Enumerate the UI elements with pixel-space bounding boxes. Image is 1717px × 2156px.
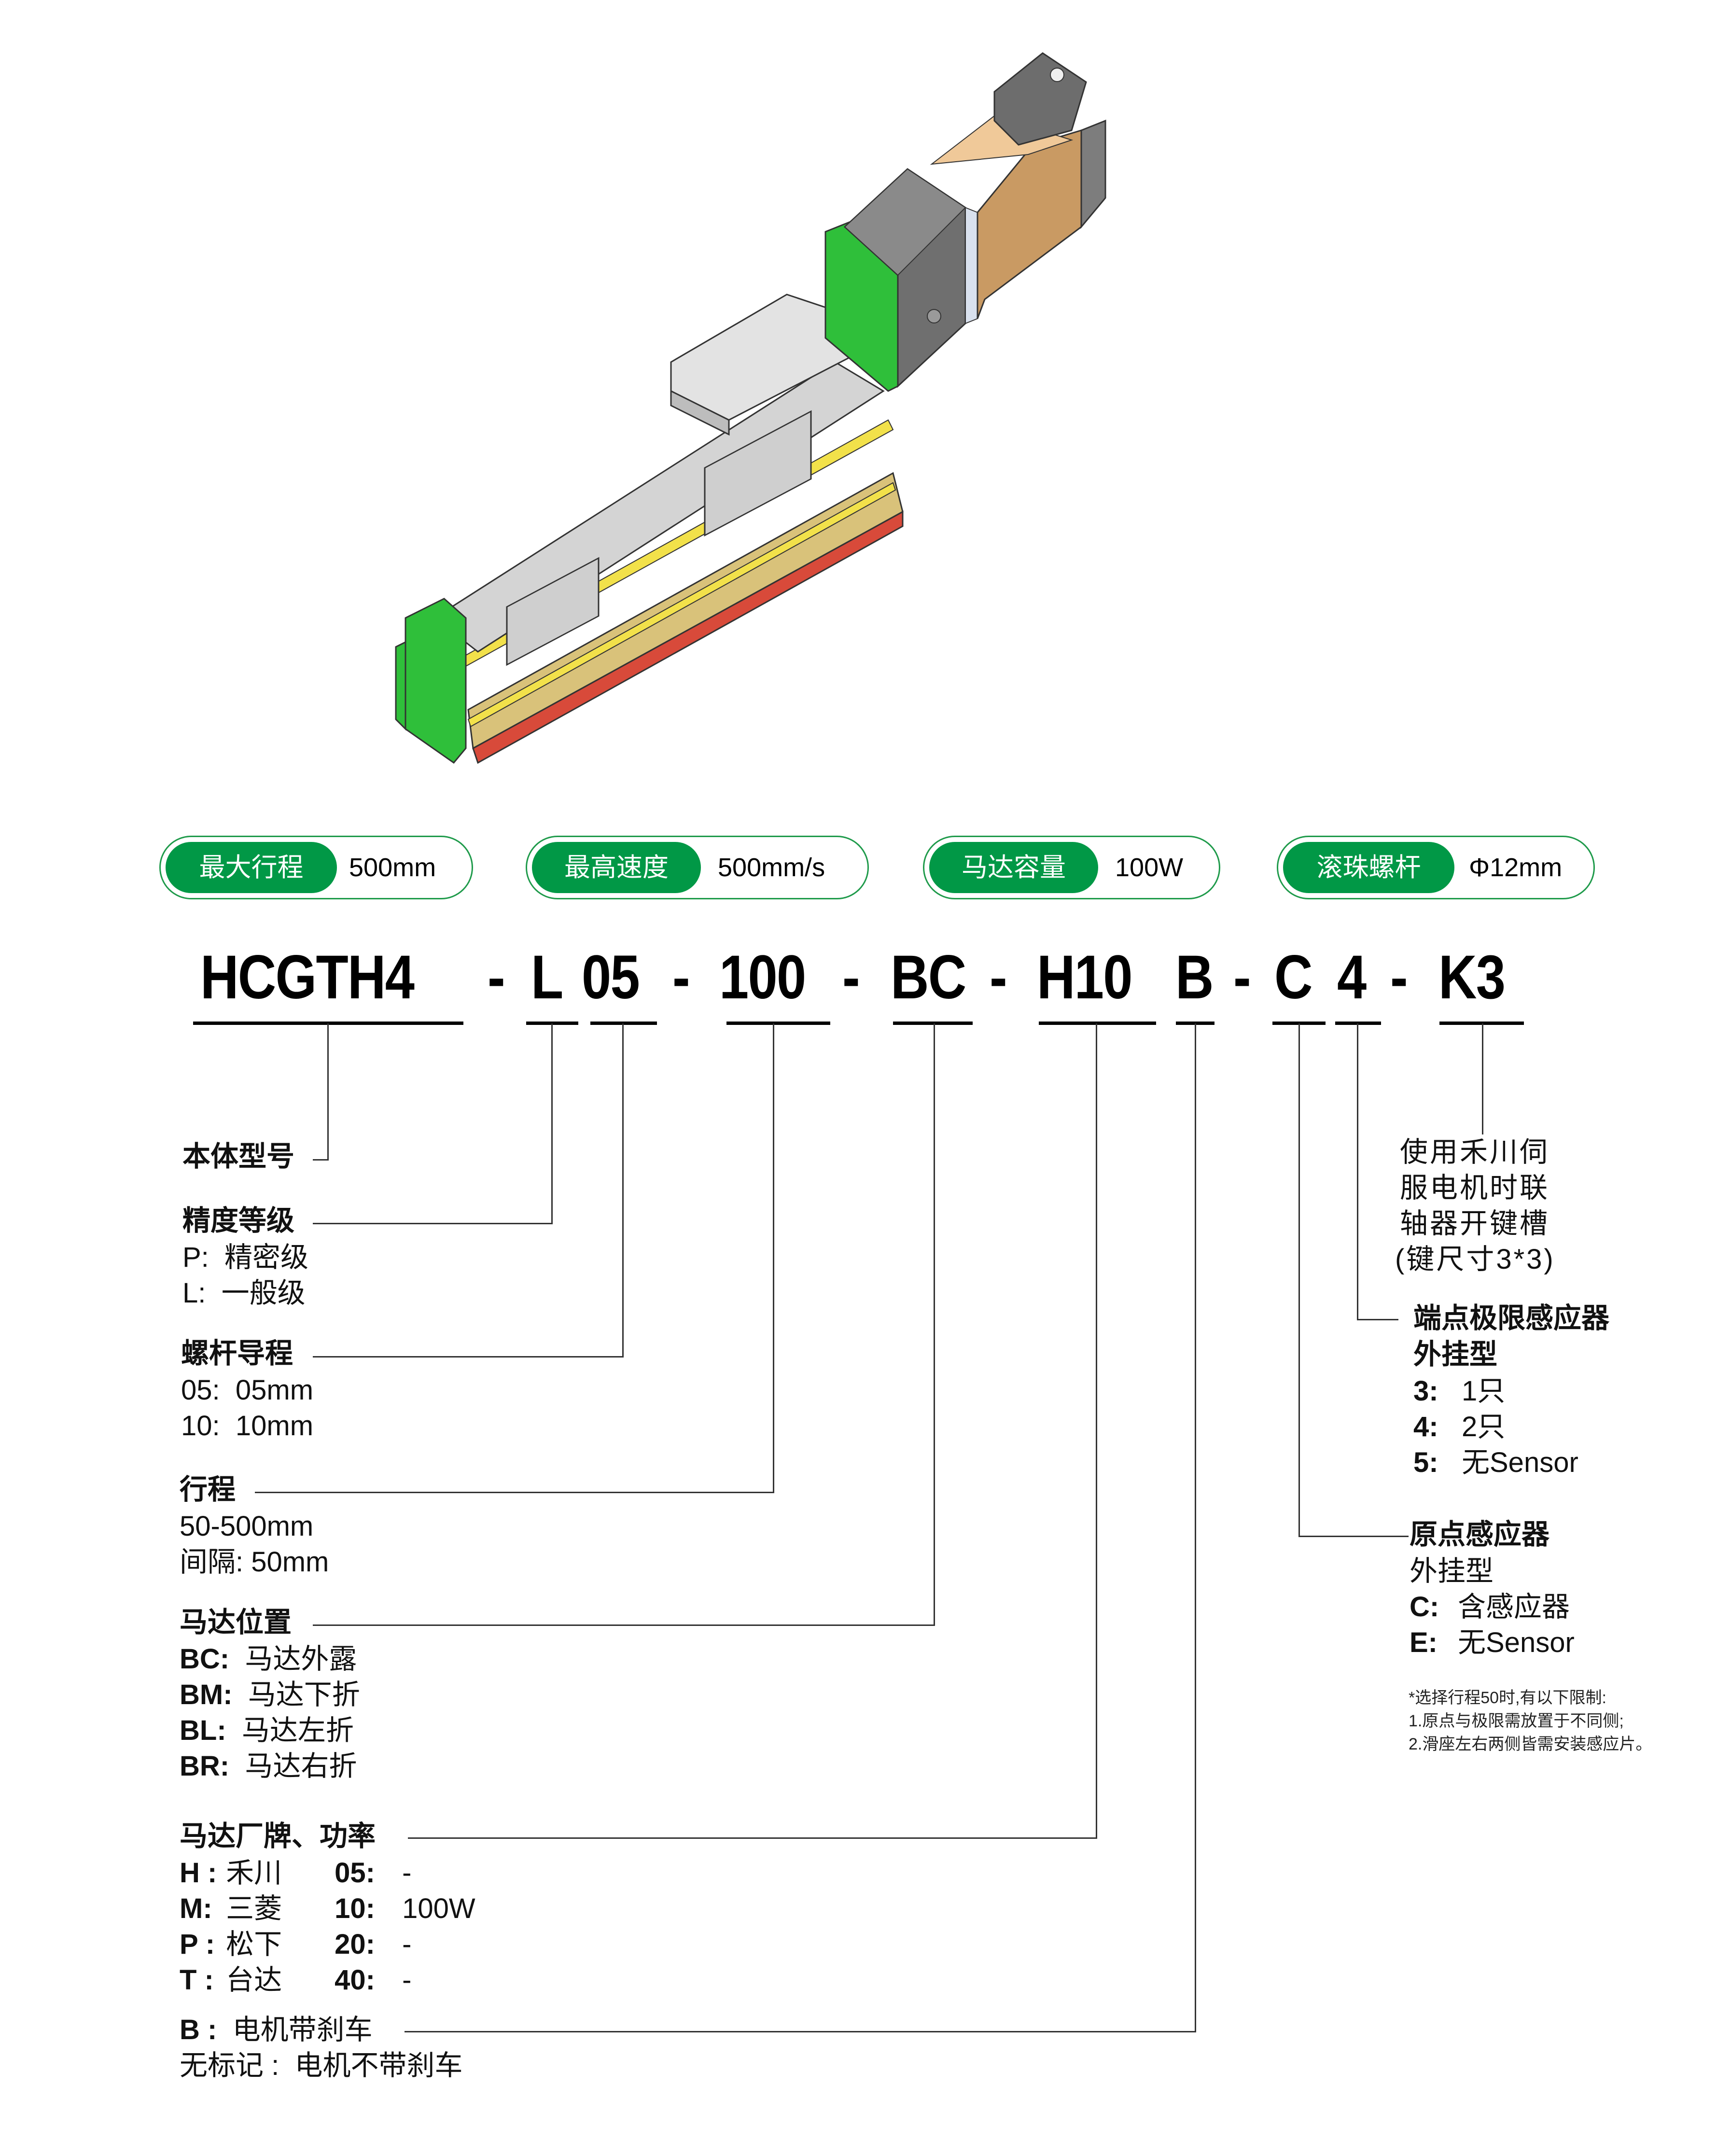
legend-origin-sensor-option: C:含感应器	[1410, 1591, 1570, 1623]
code-dash: -	[990, 943, 1007, 1012]
legend-limit-sensor-subtitle: 外挂型	[1413, 1339, 1498, 1370]
spec-value: 500mm	[349, 853, 436, 882]
connector-body-model	[327, 1023, 329, 1161]
connector-keyway	[1482, 1023, 1483, 1134]
legend-motor-position-title: 马达位置	[180, 1607, 292, 1638]
note-line: *选择行程50时,有以下限制:	[1409, 1689, 1606, 1707]
legend-origin-sensor-option: E:无Sensor	[1410, 1627, 1575, 1658]
connector-lead-h	[313, 1356, 624, 1358]
legend-brake: B : 电机带刹车	[180, 2014, 373, 2045]
legend-motor-position-option: BM: 马达下折	[180, 1679, 360, 1710]
underline-origin-sensor	[1272, 1022, 1326, 1025]
connector-motor-brand	[1096, 1023, 1097, 1839]
code-origin-sensor: C	[1274, 943, 1313, 1012]
legend-lead-title: 螺杆导程	[181, 1338, 293, 1369]
legend-stroke-title: 行程	[180, 1474, 236, 1505]
legend-no-brake: 无标记 : 电机不带刹车	[180, 2050, 463, 2081]
legend-motor-position-option: BC: 马达外露	[180, 1643, 357, 1675]
legend-stroke-interval: 间隔: 50mm	[180, 1546, 329, 1578]
spec-value: 100W	[1115, 853, 1184, 882]
connector-brake-h	[405, 2031, 1196, 2032]
legend-precision-title: 精度等级	[182, 1205, 295, 1236]
connector-origin-sensor	[1298, 1023, 1300, 1537]
code-dash: -	[1233, 943, 1251, 1012]
underline-motor-position	[893, 1022, 973, 1025]
spec-pill-max-speed: 最高速度 500mm/s	[526, 836, 869, 899]
spec-value: Φ12mm	[1469, 853, 1563, 882]
spec-label: 最大行程	[166, 842, 337, 893]
connector-motor-brand-h	[408, 1837, 1097, 1839]
connector-limit-sensor-h	[1357, 1319, 1398, 1320]
spec-value: 500mm/s	[718, 853, 825, 882]
code-dash: -	[842, 943, 860, 1012]
keyway-line: 使用禾川伺	[1400, 1136, 1550, 1168]
underline-brake	[1176, 1022, 1214, 1025]
spec-pill-ball-screw: 滚珠螺杆 Φ12mm	[1277, 836, 1595, 899]
code-keyway: K3	[1438, 943, 1506, 1012]
code-dash: -	[1390, 943, 1408, 1012]
code-stroke: 100	[719, 943, 806, 1012]
underline-keyway	[1439, 1022, 1524, 1025]
underline-precision	[526, 1022, 578, 1025]
legend-motor-brand-title: 马达厂牌、功率	[180, 1820, 376, 1852]
underline-limit-sensor	[1335, 1022, 1381, 1025]
note-line: 2.滑座左右两侧皆需安装感应片。	[1409, 1735, 1652, 1753]
code-lead: 05	[582, 943, 640, 1012]
connector-precision	[551, 1023, 553, 1224]
keyway-line: (键尺寸3*3)	[1395, 1244, 1555, 1275]
connector-motor-position	[934, 1023, 935, 1626]
connector-precision-h	[313, 1223, 553, 1224]
spec-label: 滚珠螺杆	[1283, 842, 1454, 893]
spec-label: 马达容量	[929, 842, 1098, 893]
code-motor-position: BC	[891, 943, 966, 1012]
connector-lead	[622, 1023, 624, 1358]
code-dash: -	[672, 943, 690, 1012]
connector-limit-sensor	[1357, 1023, 1358, 1320]
connector-origin-sensor-h	[1298, 1536, 1409, 1537]
legend-body-model-title: 本体型号	[182, 1141, 295, 1172]
connector-stroke-h	[255, 1492, 774, 1493]
keyway-line: 轴器开键槽	[1400, 1208, 1550, 1239]
underline-lead	[590, 1022, 657, 1025]
underline-motor-brand	[1039, 1022, 1156, 1025]
connector-motor-position-h	[313, 1624, 935, 1626]
code-motor-brand-power: H10	[1037, 943, 1132, 1012]
note-line: 1.原点与极限需放置于不同侧;	[1409, 1712, 1624, 1730]
code-body-model: HCGTH4	[200, 943, 415, 1012]
spec-pill-motor-capacity: 马达容量 100W	[923, 836, 1220, 899]
spec-pill-max-stroke: 最大行程 500mm	[159, 836, 473, 899]
connector-body-model-h	[313, 1159, 329, 1161]
legend-origin-sensor-title: 原点感应器	[1410, 1519, 1550, 1550]
legend-limit-sensor-option: 5:无Sensor	[1413, 1447, 1578, 1478]
code-dash: -	[488, 943, 505, 1012]
legend-limit-sensor-option: 3:1只	[1413, 1375, 1506, 1407]
code-precision: L	[531, 943, 563, 1012]
keyway-line: 服电机时联	[1400, 1172, 1550, 1204]
legend-stroke-range: 50-500mm	[180, 1511, 314, 1542]
code-limit-sensor: 4	[1337, 943, 1367, 1012]
legend-motor-position-option: BL: 马达左折	[180, 1715, 354, 1746]
legend-limit-sensor-option: 4:2只	[1413, 1411, 1506, 1442]
underline-body-model	[193, 1022, 463, 1025]
spec-label: 最高速度	[532, 842, 701, 893]
legend-precision-option: P: 精密级	[182, 1242, 309, 1273]
underline-stroke	[726, 1022, 830, 1025]
linear-actuator-illustration	[395, 52, 1106, 764]
code-brake: B	[1175, 943, 1214, 1012]
legend-lead-option: 05: 05mm	[181, 1374, 314, 1406]
connector-brake	[1195, 1023, 1196, 2032]
legend-lead-option: 10: 10mm	[181, 1410, 314, 1442]
legend-limit-sensor-title: 端点极限感应器	[1413, 1302, 1610, 1334]
legend-motor-position-option: BR: 马达右折	[180, 1750, 357, 1782]
connector-stroke	[773, 1023, 774, 1493]
legend-precision-option: L: 一般级	[182, 1277, 306, 1309]
legend-origin-sensor-subtitle: 外挂型	[1410, 1555, 1494, 1587]
